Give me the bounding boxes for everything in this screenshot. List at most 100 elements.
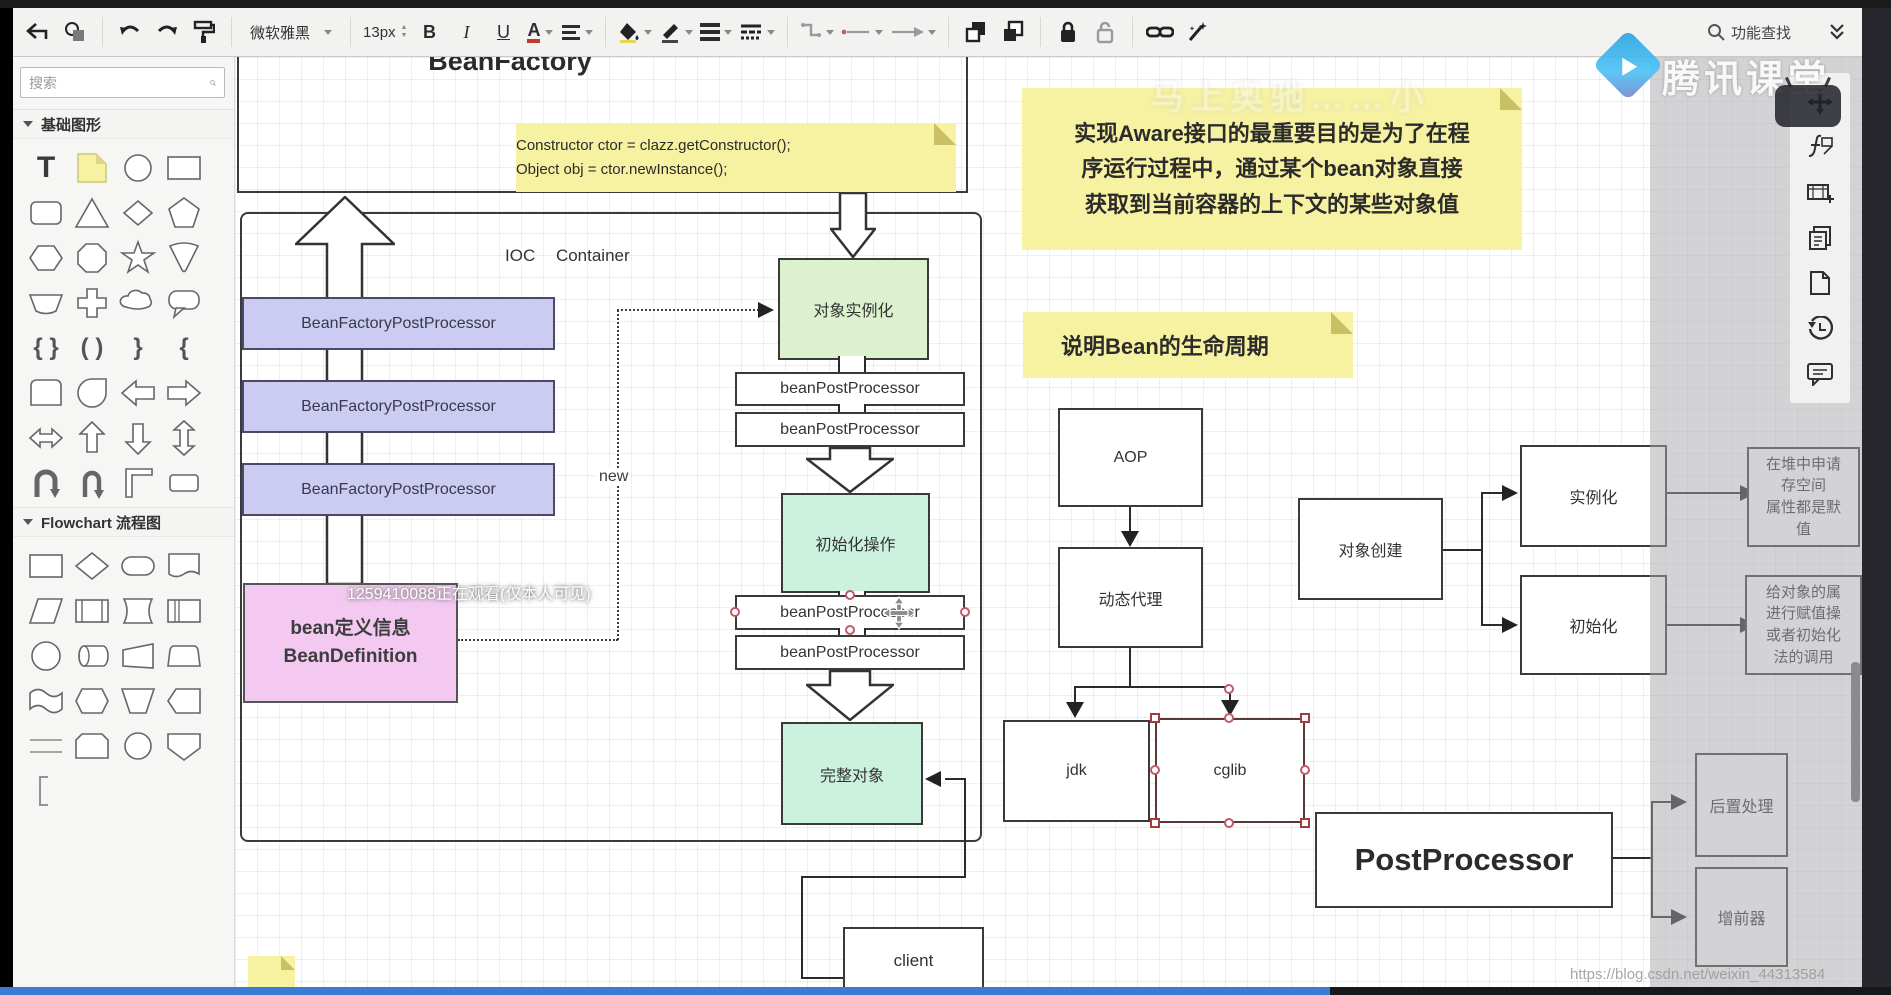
vertical-scrollbar[interactable] (1851, 662, 1860, 802)
shape-cone-down[interactable] (161, 235, 207, 280)
shape-uturn-arrow[interactable] (23, 460, 69, 505)
shapes-tool-icon[interactable] (60, 16, 90, 48)
shape-arrow-up[interactable] (69, 415, 115, 460)
bean-postprocessor-box-4[interactable]: beanPostProcessor (735, 635, 965, 670)
back-button[interactable] (23, 16, 53, 48)
shape-cloud[interactable] (115, 280, 161, 325)
jdk-box[interactable]: jdk (1003, 720, 1150, 822)
shape-cylinder-horizontal[interactable] (69, 633, 115, 678)
send-backward-button[interactable] (998, 16, 1028, 48)
formula-fx-icon[interactable] (1805, 132, 1835, 162)
shape-predefined-process[interactable] (69, 588, 115, 633)
shape-manual-operation[interactable] (161, 633, 207, 678)
client-box[interactable]: client (843, 927, 984, 995)
shape-trapezoid-right[interactable] (115, 633, 161, 678)
shape-data-parallelogram[interactable] (23, 588, 69, 633)
instantiate-box[interactable]: 实例化 (1520, 445, 1667, 547)
selection-handle[interactable] (1150, 713, 1160, 723)
italic-button[interactable]: I (463, 21, 470, 42)
shape-braces[interactable]: { } (33, 333, 59, 361)
storyboard-icon[interactable] (1805, 178, 1835, 208)
ioc-container-box[interactable] (240, 212, 982, 842)
complete-object-box[interactable]: 完整对象 (781, 722, 923, 825)
shape-decision[interactable] (69, 543, 115, 588)
selection-handle[interactable] (1150, 765, 1160, 775)
bean-postprocessor-box-2[interactable]: beanPostProcessor (735, 412, 965, 447)
section-flowchart[interactable]: Flowchart 流程图 (13, 507, 234, 537)
shape-teardrop[interactable] (69, 370, 115, 415)
shape-connector-circle[interactable] (23, 633, 69, 678)
beanfactory-postprocessor-box-2[interactable]: BeanFactoryPostProcessor (242, 380, 555, 433)
shape-circle[interactable] (115, 145, 161, 190)
pan-tool-icon[interactable] (1805, 87, 1835, 117)
history-icon[interactable] (1805, 314, 1835, 344)
shape-offpage-connector[interactable] (161, 723, 207, 768)
format-painter-button[interactable] (189, 16, 219, 48)
connection-point[interactable] (1224, 684, 1234, 694)
shape-circle-small[interactable] (115, 723, 161, 768)
constructor-code-note[interactable]: Constructor ctor = clazz.getConstructor(… (516, 123, 956, 192)
shape-arrow-right[interactable] (161, 370, 207, 415)
shape-clipped-rect[interactable] (69, 723, 115, 768)
bean-definition-box[interactable]: bean定义信息 BeanDefinition (243, 583, 458, 703)
instantiate-object-box[interactable]: 对象实例化 (778, 258, 929, 360)
shape-right-brace[interactable]: } (133, 333, 143, 361)
shape-paper-tape[interactable] (23, 678, 69, 723)
postprocessor-box[interactable]: PostProcessor (1315, 812, 1613, 908)
selection-handle[interactable] (1300, 765, 1310, 775)
magic-wand-button[interactable] (1182, 16, 1212, 48)
copy-page-icon[interactable] (1805, 223, 1835, 253)
selection-handle[interactable] (1224, 713, 1234, 723)
aop-box[interactable]: AOP (1058, 408, 1203, 507)
selection-handle[interactable] (1150, 818, 1160, 828)
shape-card[interactable] (23, 370, 69, 415)
underline-button[interactable]: U (496, 21, 510, 42)
shape-cross[interactable] (69, 280, 115, 325)
video-progress-played[interactable] (0, 987, 1330, 995)
object-create-box[interactable]: 对象创建 (1298, 498, 1443, 600)
unlock-button[interactable] (1090, 16, 1120, 48)
down-arrow-shape[interactable] (806, 670, 894, 721)
shape-rounded-rectangle[interactable] (23, 190, 69, 235)
shape-speech-bubble[interactable] (161, 280, 207, 325)
down-arrow-shape[interactable] (830, 193, 876, 259)
cglib-box-selected[interactable]: cglib (1155, 718, 1305, 823)
shape-trapezoid-inverted[interactable] (115, 678, 161, 723)
init-operation-box[interactable]: 初始化操作 (781, 493, 930, 593)
stepper-arrows-icon[interactable]: ▲▼ (400, 24, 408, 39)
shape-preparation[interactable] (69, 678, 115, 723)
search-input[interactable] (29, 74, 210, 91)
shape-rectangle[interactable] (161, 145, 207, 190)
redo-button[interactable] (152, 16, 182, 48)
comment-icon[interactable] (1805, 359, 1835, 389)
selection-handle[interactable] (730, 607, 740, 617)
selection-handle[interactable] (845, 590, 855, 600)
shape-sticky-note[interactable] (69, 145, 115, 190)
selection-handle[interactable] (1300, 818, 1310, 828)
shape-left-brace[interactable]: { (179, 333, 189, 361)
shape-terminator[interactable] (115, 543, 161, 588)
shape-diamond[interactable] (115, 190, 161, 235)
shape-small-rounded-rect[interactable] (161, 460, 207, 505)
down-arrow-shape[interactable] (806, 447, 894, 493)
connector-type-button[interactable] (800, 16, 835, 48)
shape-parentheses[interactable]: ( ) (80, 333, 104, 361)
feature-search[interactable]: 功能查找 (1707, 22, 1791, 43)
fill-color-button[interactable] (618, 16, 653, 48)
line-style-button[interactable] (739, 16, 776, 48)
shape-arrow-double-horizontal[interactable] (23, 415, 69, 460)
lock-button[interactable] (1053, 16, 1083, 48)
shape-text[interactable]: T (36, 150, 56, 184)
shape-process[interactable] (23, 543, 69, 588)
shape-arrow-up-down[interactable] (161, 415, 207, 460)
align-button[interactable] (562, 16, 594, 48)
line-color-button[interactable] (659, 16, 694, 48)
line-width-button[interactable] (700, 16, 733, 48)
dynamic-proxy-box[interactable]: 动态代理 (1058, 547, 1203, 648)
initialize-box[interactable]: 初始化 (1520, 575, 1667, 675)
shape-corner-l[interactable] (115, 460, 161, 505)
shape-search-box[interactable] (20, 67, 225, 98)
font-family-select[interactable]: 微软雅黑 (244, 17, 338, 47)
bring-forward-button[interactable] (961, 16, 991, 48)
video-progress-remaining[interactable] (1330, 987, 1891, 995)
